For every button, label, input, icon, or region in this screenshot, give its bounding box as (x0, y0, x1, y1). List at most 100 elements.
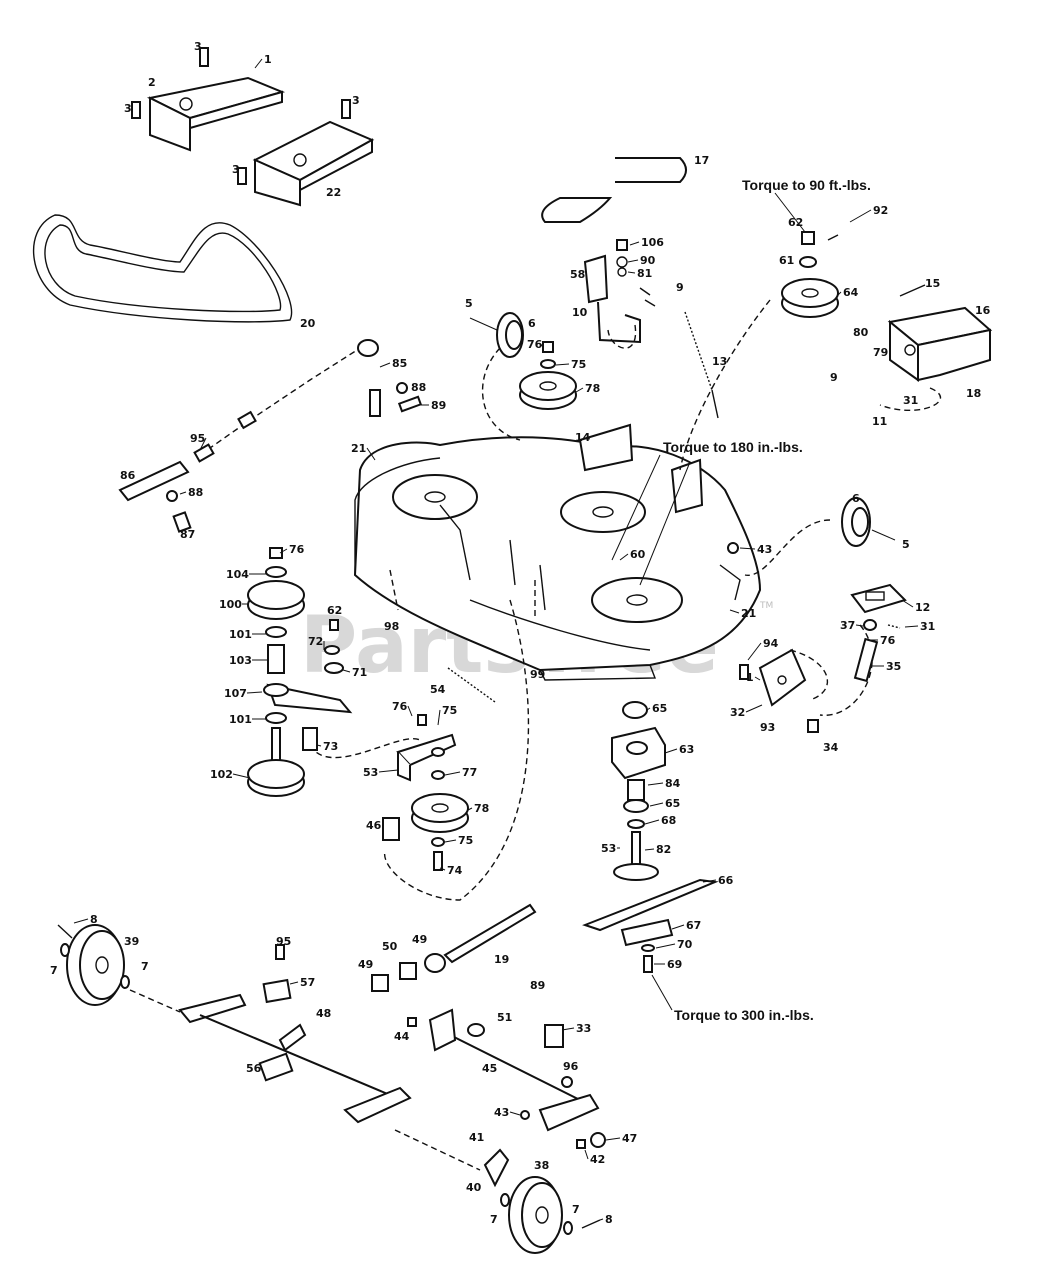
part-callout-12: 12 (915, 601, 930, 614)
part-callout-1: 1 (264, 53, 272, 66)
callout-leader-c77 (444, 771, 461, 776)
part-callout-15: 15 (925, 277, 940, 290)
axle-48 (178, 944, 412, 1124)
part-callout-77: 77 (462, 766, 477, 779)
part-callout-84: 84 (665, 777, 681, 790)
part-callout-99: 99 (530, 668, 545, 681)
route-rear-axle (394, 1129, 481, 1171)
part-callout-72: 72 (308, 635, 323, 648)
part-callout-54: 54 (430, 683, 446, 696)
part-callout-37: 37 (840, 619, 855, 632)
part-callout-67: 67 (686, 919, 701, 932)
part-callout-45: 45 (482, 1062, 497, 1075)
part-callout-32: 32 (730, 706, 745, 719)
linkage-19-50 (371, 903, 537, 992)
part-callout-61: 61 (779, 254, 794, 267)
part-callout-53: 53 (601, 842, 616, 855)
part-callout-63: 63 (679, 743, 694, 756)
part-callout-18: 18 (966, 387, 981, 400)
callout-leader-c74 (439, 867, 446, 871)
front-wheel-39 (57, 924, 181, 1013)
part-callout-62: 62 (327, 604, 342, 617)
part-callout-8: 8 (90, 913, 98, 926)
callout-leader-c43b (509, 1111, 521, 1116)
part-callout-17: 17 (694, 154, 709, 167)
callout-leader-c57 (289, 981, 299, 985)
callout-leader-c63 (664, 748, 678, 754)
blade-66 (582, 878, 719, 973)
torque-note-90-ft-lbs: Torque to 90 ft.-lbs. (742, 177, 871, 193)
callout-leader-c92 (849, 209, 872, 223)
part-callout-76: 76 (880, 634, 896, 647)
part-callout-7: 7 (141, 960, 149, 973)
callout-leader-c67 (671, 924, 685, 930)
part-callout-106: 106 (641, 236, 664, 249)
part-callout-76: 76 (527, 338, 543, 351)
lever-bracket-12 (850, 583, 907, 683)
part-callout-62: 62 (788, 216, 803, 229)
belt-route-top (481, 347, 521, 441)
part-callout-43: 43 (494, 1106, 509, 1119)
callout-leader-c75c (444, 839, 457, 843)
callout-leader-c85 (379, 362, 391, 368)
part-callout-103: 103 (229, 654, 252, 667)
part-callout-16: 16 (975, 304, 991, 317)
part-callout-8: 8 (605, 1213, 613, 1226)
part-callout-9: 9 (676, 281, 684, 294)
u-bar-17 (541, 157, 687, 223)
callout-leader-c66 (702, 879, 717, 883)
part-callout-3: 3 (352, 94, 360, 107)
part-callout-10: 10 (572, 306, 588, 319)
part-callout-49: 49 (358, 958, 373, 971)
cable-85-assembly (118, 339, 423, 533)
part-callout-64: 64 (843, 286, 859, 299)
callout-leader-c42 (584, 1149, 589, 1160)
part-callout-79: 79 (873, 346, 888, 359)
callout-leader-c65a (646, 707, 651, 711)
spindle-stack-left (247, 547, 353, 797)
callout-leader-c8a (73, 918, 89, 924)
part-callout-101: 101 (229, 628, 252, 641)
part-callout-31: 31 (920, 620, 935, 633)
part-callout-93: 93 (760, 721, 775, 734)
part-callout-53: 53 (363, 766, 378, 779)
part-callout-76: 76 (392, 700, 408, 713)
belt-route-lower (384, 599, 530, 901)
callout-leader-c73 (316, 744, 322, 747)
part-callout-42: 42 (590, 1153, 605, 1166)
part-callout-31: 31 (903, 394, 918, 407)
part-callout-75: 75 (571, 358, 586, 371)
part-callout-86: 86 (120, 469, 136, 482)
torque-180-leader-b (639, 461, 691, 586)
part-callout-57: 57 (300, 976, 315, 989)
callout-leader-c76d (407, 705, 413, 717)
part-callout-101: 101 (229, 713, 252, 726)
part-callout-44: 44 (394, 1030, 410, 1043)
callout-leader-c33 (561, 1027, 575, 1031)
torque-note-180-in-lbs: Torque to 180 in.-lbs. (663, 439, 803, 455)
part-callout-1: 1 (746, 671, 754, 684)
part-callout-58: 58 (570, 268, 585, 281)
callout-leader-c107 (246, 691, 263, 694)
part-callout-50: 50 (382, 940, 398, 953)
part-callout-41: 41 (469, 1131, 484, 1144)
part-callout-104: 104 (226, 568, 249, 581)
part-callout-49: 49 (412, 933, 427, 946)
deck-housing (353, 423, 762, 681)
callout-leader-c1 (254, 58, 263, 69)
part-callout-85: 85 (392, 357, 407, 370)
part-callout-80: 80 (853, 326, 869, 339)
callout-leader-c31b (904, 625, 919, 628)
part-callout-78: 78 (474, 802, 489, 815)
part-callout-107: 107 (224, 687, 247, 700)
callout-leader-c88b (179, 491, 187, 495)
torque-300-leader (651, 974, 673, 1011)
part-callout-96: 96 (563, 1060, 579, 1073)
part-callout-78: 78 (585, 382, 600, 395)
part-callout-66: 66 (718, 874, 734, 887)
part-callout-20: 20 (300, 317, 316, 330)
part-callout-11: 11 (872, 415, 887, 428)
part-callout-6: 6 (528, 317, 536, 330)
part-callout-33: 33 (576, 1022, 591, 1035)
